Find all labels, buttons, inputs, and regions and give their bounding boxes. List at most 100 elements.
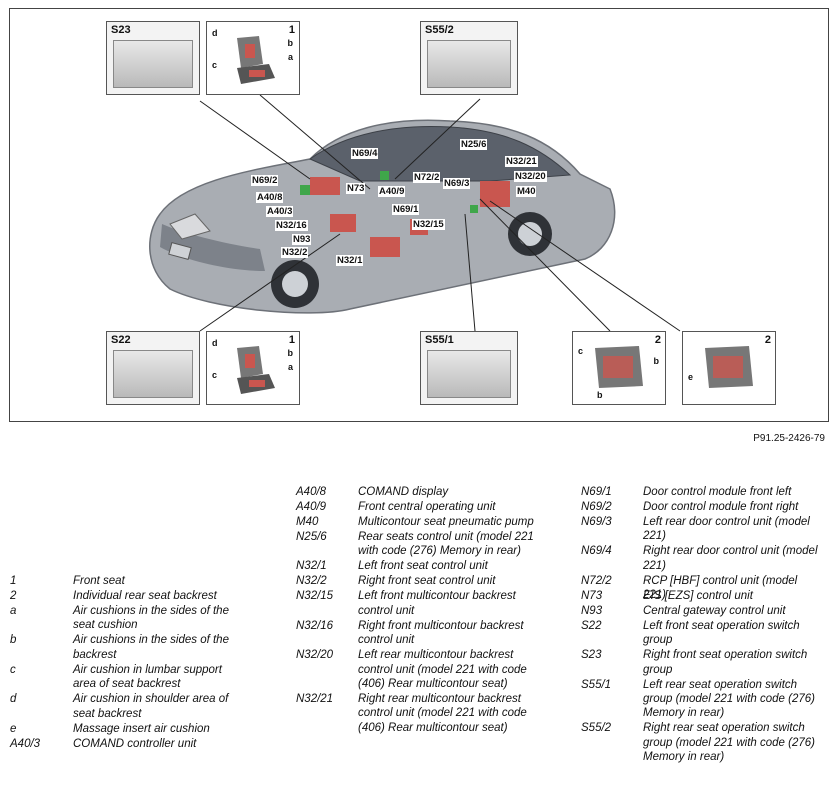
callout-M40: M40 [516, 186, 537, 197]
legend-code: N32/20 [296, 649, 334, 662]
legend-code: A40/3 [10, 737, 41, 750]
legend-code: N32/2 [296, 575, 327, 588]
panel-s55-1: S55/1 [420, 331, 518, 405]
legend-description: Right rear door control unit (model 221) [643, 545, 818, 572]
label-c: c [578, 346, 584, 356]
legend-description: EIS [EZS] control unit [643, 589, 753, 602]
legend-code: N93 [581, 604, 603, 617]
legend-description: Multicontour seat pneumatic pump [358, 516, 534, 528]
label-c: c [212, 60, 218, 70]
callout-A40-8: A40/8 [256, 192, 284, 203]
legend-description: Right rear seat operation switch group (… [643, 722, 815, 764]
legend-code: S55/2 [581, 722, 612, 735]
panel-s55-2: S55/2 [420, 21, 518, 95]
legend-description: Individual rear seat backrest [73, 590, 217, 602]
legend-code: A40/9 [296, 501, 327, 513]
callout-N69-2: N69/2 [251, 175, 279, 186]
panel-s23: S23 [106, 21, 200, 95]
callout-N73: N73 [346, 183, 366, 194]
panel-s22: S22 [106, 331, 200, 405]
panel-title: S55/2 [425, 24, 454, 36]
component-location-figure: S23 1 d b a c S55/2 S22 1 d b a c S55/1 [9, 8, 829, 422]
legend-description: RCP [HBF] control unit (model 221) [643, 574, 798, 602]
panel-rear-seat-2: 2 e [682, 331, 776, 405]
rear-seat-icon [595, 346, 643, 388]
legend-code: N32/16 [296, 619, 334, 632]
legend-code: N25/6 [296, 531, 327, 543]
legend-code: S55/1 [581, 678, 612, 691]
seat-switch-icon [427, 40, 511, 88]
panel-number: 2 [654, 334, 661, 346]
legend-code: N73 [581, 589, 603, 602]
label-d: d [212, 338, 218, 348]
panel-number: 1 [288, 334, 295, 346]
legend-code: N69/4 [581, 545, 612, 558]
legend-description: Front central operating unit [358, 501, 496, 513]
callout-N25-6: N25/6 [460, 139, 488, 150]
legend-code: S22 [581, 619, 602, 632]
panel-seat-detail-top: 1 d b a c [206, 21, 300, 95]
legend-code: e [10, 722, 17, 735]
seat-switch-icon [427, 350, 511, 398]
legend-code: b [10, 634, 17, 647]
car-body [149, 119, 616, 314]
callout-N32-2: N32/2 [281, 247, 309, 258]
label-e: e [688, 372, 694, 382]
legend-code: A40/8 [296, 486, 327, 498]
label-c: c [212, 370, 218, 380]
legend-code: S23 [581, 649, 602, 662]
label-a: a [287, 52, 293, 62]
panel-seat-detail-bottom: 1 d b a c [206, 331, 300, 405]
label-b: b [653, 356, 660, 366]
panel-title: S55/1 [425, 334, 454, 346]
legend-description: Left front seat control unit [358, 560, 488, 573]
panel-title: S23 [111, 24, 131, 36]
legend-description: Left front multicontour backrest control… [358, 590, 516, 617]
callout-N69-4: N69/4 [351, 148, 379, 159]
callout-N32-15: N32/15 [412, 219, 445, 230]
callout-N32-1: N32/1 [336, 255, 364, 266]
legend-description: Air cushions in the sides of the seat cu… [73, 605, 229, 632]
label-a: a [287, 362, 293, 372]
legend-description: COMAND controller unit [73, 737, 197, 750]
legend-description: Front seat [73, 575, 125, 587]
label-b-lower: b [597, 390, 603, 400]
front-seat-icon [237, 36, 275, 84]
legend-code: c [10, 663, 16, 676]
legend-code: N69/3 [581, 516, 612, 528]
label-d: d [212, 28, 218, 38]
legend-description: Left front seat operation switch group [643, 619, 800, 647]
figure-reference: P91.25-2426-79 [753, 433, 825, 444]
legend-description: Air cushion in lumbar support area of se… [73, 663, 222, 691]
legend-description: Left rear seat operation switch group (m… [643, 678, 815, 720]
callout-A40-9: A40/9 [378, 186, 406, 197]
car-illustration [149, 94, 681, 332]
front-seat-icon [237, 346, 275, 394]
leader-lines [199, 94, 681, 332]
callout-N93: N93 [292, 234, 312, 245]
legend-code: N72/2 [581, 574, 612, 587]
legend-description: Rear seats control unit (model 221 with … [358, 531, 534, 558]
legend-code: M40 [296, 516, 319, 528]
callout-N69-3: N69/3 [443, 178, 471, 189]
legend-code: N32/1 [296, 560, 327, 573]
legend-description: Right front multicontour backrest contro… [358, 619, 524, 647]
legend-description: Massage insert air cushion [73, 722, 210, 735]
legend-description: Air cushion in shoulder area of seat bac… [73, 693, 229, 720]
seat-switch-icon [113, 40, 193, 88]
legend-description: Right front seat control unit [358, 575, 496, 588]
rear-seat-massage-icon [705, 346, 753, 388]
panel-number: 2 [764, 334, 771, 346]
callout-N32-16: N32/16 [275, 220, 308, 231]
legend-description: Left rear door control unit (model 221) [643, 516, 810, 543]
panel-rear-seat-1: 2 c b b [572, 331, 666, 405]
legend-description: COMAND display [358, 486, 449, 498]
legend-description: Air cushions in the sides of the backres… [73, 634, 229, 661]
panel-title: S22 [111, 334, 131, 346]
label-b: b [287, 348, 294, 358]
legend-code: d [10, 693, 17, 706]
callout-N32-20: N32/20 [514, 171, 547, 182]
legend-description: Door control module front right [643, 501, 799, 513]
